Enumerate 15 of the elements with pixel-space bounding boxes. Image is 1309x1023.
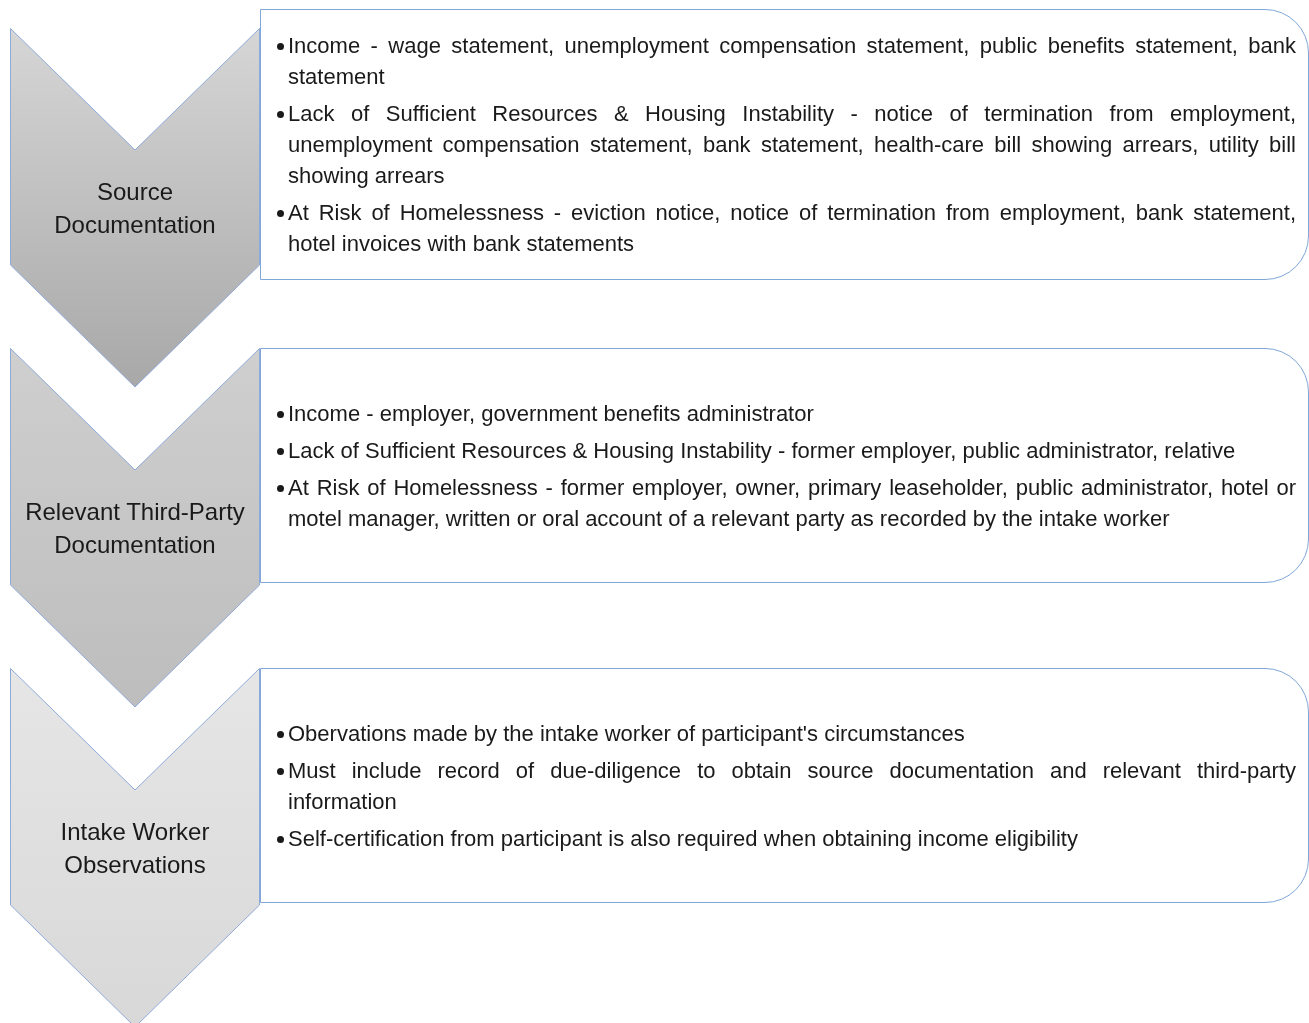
step-label: Relevant Third-Party Documentation [24, 497, 246, 560]
detail-box [260, 668, 1309, 903]
detail-box [260, 9, 1309, 280]
bullet-text: Must include record of due-diligence to obtain source documentation and relevant third-party information [288, 756, 1296, 816]
bullet-text: Lack of Sufficient Resources & Housing Instability - notice of termination from employment, unemployment compensation statement, bank statement, health-care bill showing arrears, utility bill showing arrears [288, 100, 1296, 190]
bullet-text: At Risk of Homelessness - former employer, owner, primary leaseholder, public administrator, hotel or motel manager, written or oral account of a relevant party as recorded by the intake worker [288, 473, 1296, 533]
detail-box [260, 348, 1309, 583]
bullet-text: Lack of Sufficient Resources & Housing Instability - former employer, public administrator, relative [288, 436, 1236, 465]
bullet-text: Income - employer, government benefits administrator [288, 399, 814, 428]
bullet-text: Obervations made by the intake worker of participant's circumstances [288, 719, 965, 748]
bullet-text: At Risk of Homelessness - eviction notice, notice of termination from employment, bank statement, hotel invoices with bank statements [288, 199, 1296, 258]
step-label: Source Documentation [53, 177, 217, 240]
bullet-text: Income - wage statement, unemployment compensation statement, public benefits statement, bank statement [288, 32, 1296, 91]
bullet-text: Self-certification from participant is also required when obtaining income eligibility [288, 824, 1078, 853]
step-label: Intake Worker Observations [59, 817, 211, 880]
